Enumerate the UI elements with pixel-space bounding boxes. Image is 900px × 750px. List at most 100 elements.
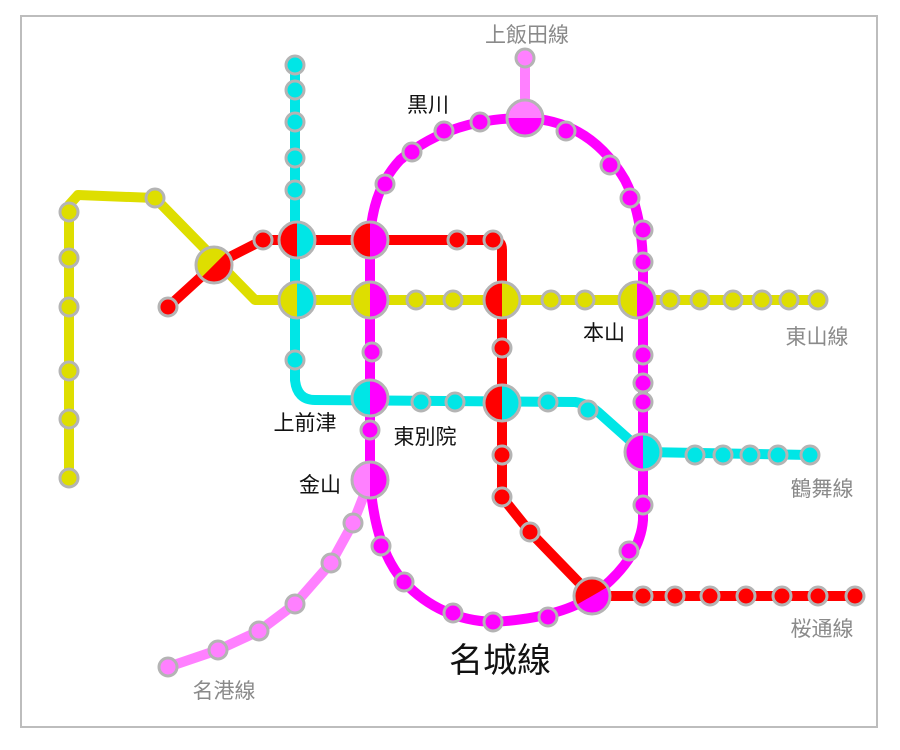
station-tsurumai[interactable] (284, 54, 306, 76)
station-higashiyama[interactable] (751, 289, 773, 311)
station-sakuradori[interactable] (491, 486, 513, 508)
interchange-station[interactable] (482, 383, 522, 423)
interchange-station-motoyama-half-b (637, 282, 655, 318)
station-meijo[interactable] (599, 154, 621, 176)
station-tsurumai[interactable] (712, 444, 734, 466)
station-kamiiida[interactable] (514, 47, 536, 69)
station-sakuradori[interactable] (252, 229, 274, 251)
station-meijo[interactable] (632, 391, 654, 413)
interchange-station-kanayama[interactable] (350, 460, 390, 500)
station-meiko[interactable] (342, 512, 364, 534)
station-tsurumai[interactable] (799, 444, 821, 466)
interchange-station[interactable] (277, 280, 317, 320)
interchange-station-ring (194, 245, 234, 285)
station-sakuradori[interactable] (519, 521, 541, 543)
station-meijo[interactable] (537, 606, 559, 628)
station-tsurumai[interactable] (684, 444, 706, 466)
station-meijo[interactable] (632, 344, 654, 366)
interchange-station-ring (482, 383, 522, 423)
interchange-station-half-b (297, 282, 315, 318)
station-higashiyama[interactable] (778, 289, 800, 311)
station-sakuradori[interactable] (157, 296, 179, 318)
station-meijo[interactable] (433, 120, 455, 142)
interchange-station-heian-dori[interactable] (505, 98, 545, 138)
interchange-station[interactable] (623, 432, 663, 472)
station-meiko[interactable] (207, 639, 229, 661)
station-higashiyama[interactable] (58, 467, 80, 489)
interchange-station[interactable] (572, 576, 612, 616)
station-sakuradori[interactable] (632, 585, 654, 607)
station-sakuradori[interactable] (664, 585, 686, 607)
station-meiko[interactable] (284, 593, 306, 615)
station-tsurumai[interactable] (284, 179, 306, 201)
interchange-station[interactable] (350, 280, 390, 320)
station-higashiyama[interactable] (58, 201, 80, 223)
station-meiko[interactable] (320, 552, 342, 574)
station-higashiyama[interactable] (58, 247, 80, 269)
station-higashiyama[interactable] (58, 408, 80, 430)
station-tsurumai[interactable] (284, 349, 306, 371)
station-tsurumai[interactable] (537, 391, 559, 413)
station-meijo[interactable] (632, 372, 654, 394)
station-meijo[interactable] (632, 494, 654, 516)
interchange-station[interactable] (194, 245, 234, 285)
interchange-station-kanayama-ring (350, 460, 390, 500)
station-meijo[interactable] (370, 535, 392, 557)
station-tsurumai[interactable] (284, 79, 306, 101)
station-higashiyama[interactable] (540, 289, 562, 311)
station-higashiyama[interactable] (574, 289, 596, 311)
station-sakuradori[interactable] (771, 585, 793, 607)
map-frame (20, 15, 878, 728)
station-meijo[interactable] (374, 173, 396, 195)
station-meijo[interactable] (359, 419, 381, 441)
interchange-station-motoyama[interactable] (617, 280, 657, 320)
station-sakuradori[interactable] (446, 229, 468, 251)
station-meijo[interactable] (555, 120, 577, 142)
station-sakuradori[interactable] (844, 585, 866, 607)
station-tsurumai[interactable] (577, 399, 599, 421)
interchange-station[interactable] (277, 220, 317, 260)
interchange-station-heian-dori-half-a (507, 100, 543, 118)
station-meijo[interactable] (393, 571, 415, 593)
station-tsurumai[interactable] (284, 111, 306, 133)
interchange-station-kanayama-half-b (370, 462, 388, 498)
station-meijo[interactable] (442, 602, 464, 624)
station-meijo[interactable] (401, 141, 423, 163)
station-meijo[interactable] (632, 251, 654, 273)
station-higashiyama[interactable] (144, 187, 166, 209)
interchange-station-half-b (643, 434, 661, 470)
station-sakuradori[interactable] (699, 585, 721, 607)
station-higashiyama[interactable] (807, 289, 829, 311)
interchange-station[interactable] (350, 220, 390, 260)
station-meijo[interactable] (619, 187, 641, 209)
interchange-station-kamimaezu[interactable] (350, 378, 390, 418)
station-sakuradori[interactable] (807, 585, 829, 607)
station-higashiyama[interactable] (442, 289, 464, 311)
station-meijo[interactable] (361, 341, 383, 363)
station-higashiyama[interactable] (722, 289, 744, 311)
interchange-station-kamimaezu-ring (350, 378, 390, 418)
station-sakuradori[interactable] (491, 444, 513, 466)
station-meiko[interactable] (157, 656, 179, 678)
station-tsurumai[interactable] (444, 391, 466, 413)
station-tsurumai[interactable] (739, 444, 761, 466)
station-meiko[interactable] (248, 620, 270, 642)
station-higashiyama[interactable] (405, 289, 427, 311)
interchange-station[interactable] (482, 280, 522, 320)
station-higashiyama[interactable] (689, 289, 711, 311)
station-sakuradori[interactable] (735, 585, 757, 607)
interchange-station-half-a (574, 578, 608, 605)
station-higashiyama[interactable] (58, 360, 80, 382)
station-sakuradori[interactable] (491, 337, 513, 359)
station-tsurumai[interactable] (284, 147, 306, 169)
station-tsurumai[interactable] (767, 444, 789, 466)
interchange-station-ring (572, 576, 612, 616)
station-sakuradori[interactable] (482, 229, 504, 251)
station-meijo[interactable] (618, 540, 640, 562)
station-higashiyama[interactable] (58, 296, 80, 318)
station-tsurumai[interactable] (410, 391, 432, 413)
station-meijo[interactable] (469, 111, 491, 133)
station-meijo[interactable] (482, 611, 504, 633)
station-higashiyama[interactable] (659, 289, 681, 311)
station-meijo[interactable] (632, 219, 654, 241)
